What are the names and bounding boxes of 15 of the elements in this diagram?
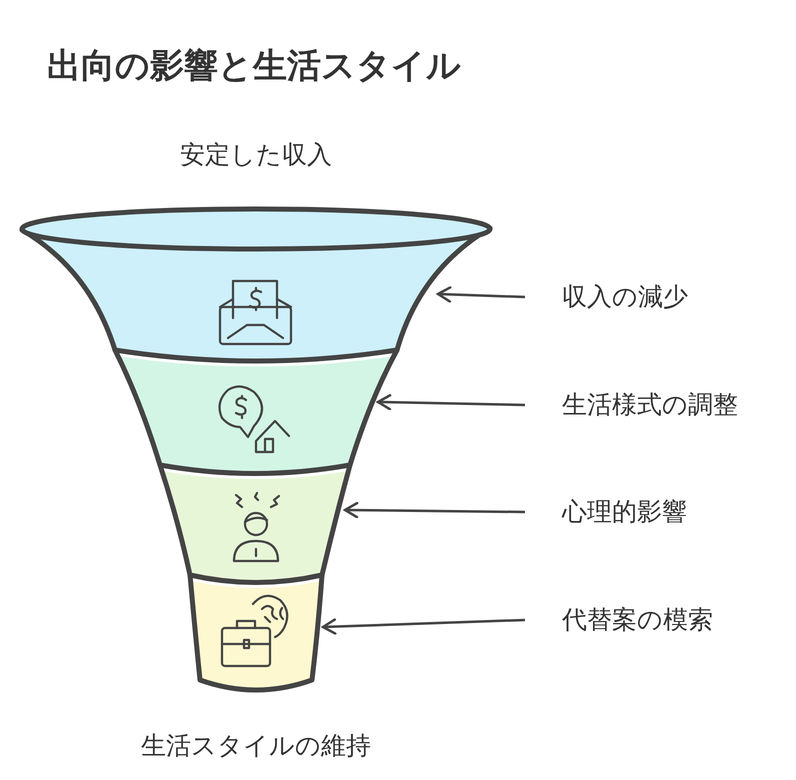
- leader-arrow: [376, 394, 526, 410]
- funnel-section: [112, 348, 400, 476]
- title: 出向の影響と生活スタイル: [47, 46, 461, 86]
- funnel-label: 安定した収入: [180, 140, 332, 170]
- stage-label: 生活様式の調整: [562, 390, 738, 420]
- stage-label: 収入の減少: [562, 282, 688, 312]
- funnel-section: [20, 206, 492, 364]
- stage-label: 代替案の模索: [562, 605, 713, 635]
- leader-arrow: [436, 286, 526, 303]
- leader-arrow: [344, 502, 526, 518]
- funnel-label: 生活スタイルの維持: [141, 731, 371, 761]
- stage-label: 心理的影響: [562, 497, 687, 527]
- leader-arrow: [322, 618, 526, 635]
- funnel-section: [158, 462, 352, 585]
- funnel-section: [188, 572, 324, 692]
